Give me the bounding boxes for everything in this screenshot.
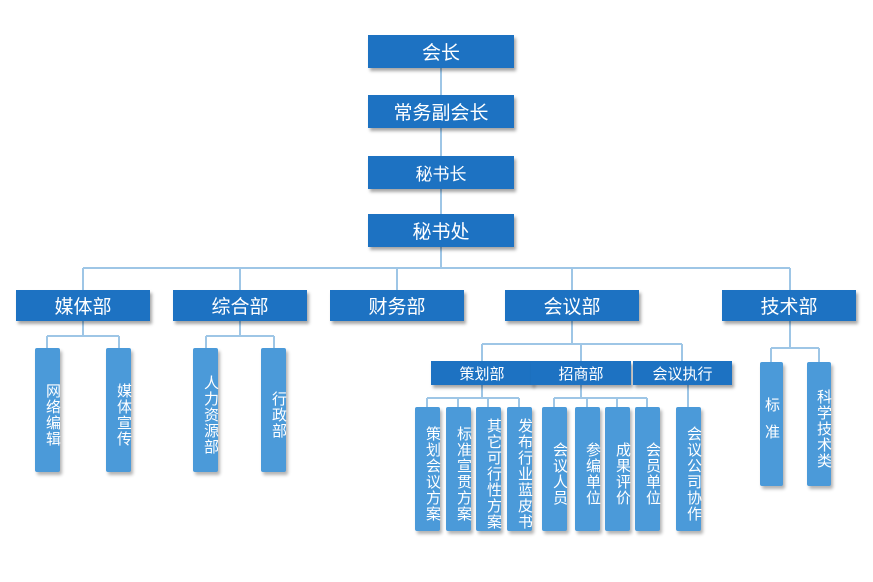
planning-unit-box: 其它可行性方案 (476, 407, 503, 531)
technology-unit-box: 科学技术类 (807, 362, 833, 486)
secretariat-box: 秘书处 (368, 214, 514, 247)
execution-unit-box: 会议公司协作 (676, 407, 703, 531)
execution-subdept-box: 会议执行 (633, 361, 732, 385)
vice-chairman-box: 常务副会长 (368, 95, 514, 128)
planning-unit-box: 发布行业蓝皮书 (507, 407, 534, 531)
technology-department-box: 技术部 (722, 290, 856, 321)
media-unit-box: 网络编辑 (35, 348, 62, 472)
general-unit-box: 人力资源部 (193, 348, 220, 472)
conference-department-box: 会议部 (505, 290, 639, 321)
planning-unit-box: 策划会议方案 (415, 407, 442, 531)
media-department-box: 媒体部 (16, 290, 150, 321)
investment-unit-box: 会员单位 (635, 407, 662, 531)
general-department-box: 综合部 (173, 290, 307, 321)
chairman-box: 会长 (368, 35, 514, 68)
finance-department-box: 财务部 (330, 290, 464, 321)
investment-unit-box: 会议人员 (542, 407, 569, 531)
technology-unit-box: 标准 (760, 362, 783, 486)
media-unit-box: 媒体宣传 (106, 348, 133, 472)
secretary-general-box: 秘书长 (368, 156, 514, 189)
investment-subdept-box: 招商部 (531, 361, 631, 385)
general-unit-box: 行政部 (261, 348, 288, 472)
investment-unit-box: 参编单位 (575, 407, 602, 531)
planning-unit-box: 标准宣贯方案 (446, 407, 473, 531)
planning-subdept-box: 策划部 (431, 361, 533, 385)
investment-unit-box: 成果评价 (605, 407, 632, 531)
